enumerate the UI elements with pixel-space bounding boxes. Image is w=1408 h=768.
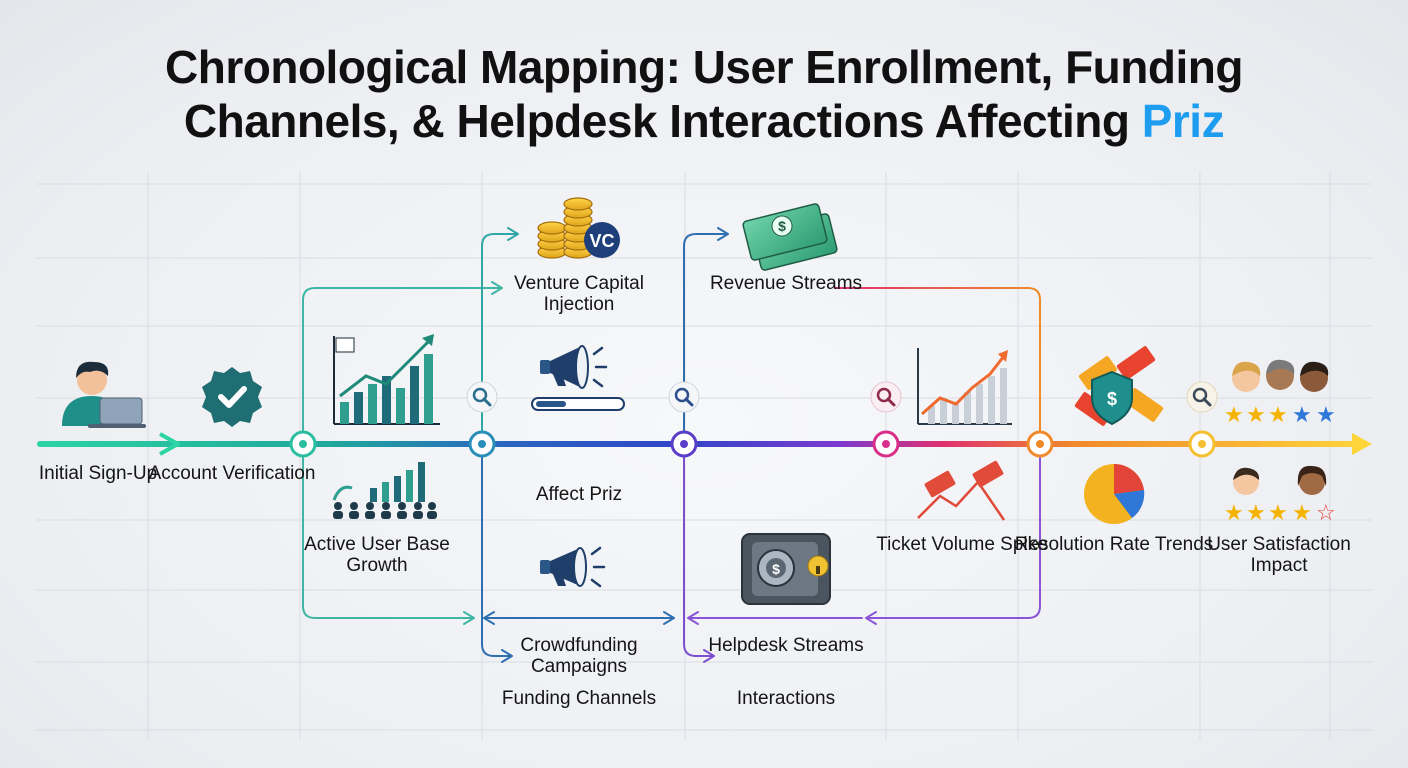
svg-text:★: ★ bbox=[1224, 501, 1244, 526]
svg-text:★: ★ bbox=[1292, 403, 1312, 428]
ticket-trend-chart-icon bbox=[917, 348, 1012, 425]
svg-text:★: ★ bbox=[1246, 501, 1266, 526]
label-resolution-rate: Resolution Rate Trends bbox=[1014, 534, 1214, 555]
main-timeline bbox=[37, 432, 1372, 456]
connector-helpdesk-return bbox=[687, 443, 1041, 625]
vc-badge-text: VC bbox=[589, 231, 614, 251]
magnifier-icon bbox=[870, 381, 902, 413]
shield-dollar-symbol: $ bbox=[1107, 389, 1117, 409]
shield-dollar-icon: $ bbox=[1074, 346, 1164, 426]
connector-crowdfunding-bottom bbox=[481, 443, 513, 663]
label-user-satisfaction: User Satisfaction Impact bbox=[1207, 534, 1351, 576]
verified-badge-icon bbox=[202, 367, 262, 427]
magnifier-icon bbox=[668, 381, 700, 413]
bill-dollar-symbol: $ bbox=[778, 218, 786, 234]
megaphone-icon bbox=[540, 546, 606, 588]
label-active-user-growth: Active User Base Growth bbox=[304, 534, 450, 576]
title-line-2: Channels, & Helpdesk Interactions Affect… bbox=[0, 94, 1408, 148]
money-bills-icon: $ bbox=[742, 203, 838, 271]
magnifier-icon bbox=[1186, 381, 1218, 413]
connector-to-revenue bbox=[683, 227, 729, 445]
label-crowdfunding: Crowdfunding Campaigns bbox=[520, 635, 638, 677]
connector-vc-arrow-top bbox=[481, 227, 519, 445]
label-account-verification: Account Verification bbox=[148, 463, 316, 484]
user-base-icon bbox=[332, 462, 437, 519]
label-helpdesk-streams: Helpdesk Streams bbox=[708, 635, 864, 656]
customer-avatars-icon bbox=[1232, 359, 1329, 392]
safe-dollar-symbol: $ bbox=[772, 561, 780, 577]
label-revenue-streams: Revenue Streams bbox=[709, 273, 863, 294]
label-interactions: Interactions bbox=[736, 688, 836, 709]
rating-stars-top: ★ ★ ★ ★ ★ bbox=[1224, 403, 1336, 428]
label-ticket-volume: Ticket Volume Spike bbox=[876, 534, 1048, 555]
timeline-arrowhead-early bbox=[159, 432, 180, 456]
title-line-2-main: Channels, & Helpdesk Interactions Affect… bbox=[183, 95, 1142, 147]
timeline-arrowhead-end bbox=[1352, 433, 1372, 455]
megaphone-progress-icon bbox=[531, 345, 625, 411]
svg-text:★: ★ bbox=[1292, 501, 1312, 526]
label-venture-capital: Venture Capital Injection bbox=[514, 273, 644, 315]
connector-to-crowdfunding bbox=[302, 443, 475, 625]
connector-to-venture-capital bbox=[302, 281, 503, 445]
rating-stars-bottom: ★ ★ ★ ★ ☆ bbox=[1224, 501, 1336, 526]
timeline-node bbox=[468, 430, 496, 458]
label-affect-priz: Affect Priz bbox=[535, 484, 623, 505]
connector-revenue-to-resolution bbox=[835, 287, 1041, 445]
svg-text:★: ★ bbox=[1246, 403, 1266, 428]
title-accent: Priz bbox=[1141, 95, 1225, 147]
connector-funding-double-arrow bbox=[483, 611, 675, 625]
timeline-node bbox=[289, 430, 317, 458]
title-line-1: Chronological Mapping: User Enrollment, … bbox=[165, 41, 1243, 93]
user-laptop-icon bbox=[62, 361, 146, 428]
timeline-node bbox=[872, 430, 900, 458]
connector-to-helpdesk bbox=[683, 443, 715, 663]
svg-text:★: ★ bbox=[1224, 403, 1244, 428]
growth-chart-icon bbox=[333, 334, 440, 425]
label-funding-channels: Funding Channels bbox=[501, 688, 657, 709]
magnifier-icon bbox=[466, 381, 498, 413]
timeline-node bbox=[1026, 430, 1054, 458]
venture-capital-icon: VC bbox=[537, 197, 620, 259]
pie-chart-icon bbox=[1084, 463, 1145, 524]
svg-text:★: ★ bbox=[1268, 501, 1288, 526]
timeline-node bbox=[1188, 430, 1216, 458]
svg-text:★: ★ bbox=[1316, 403, 1336, 428]
customer-avatars-icon bbox=[1233, 465, 1327, 495]
ticket-spike-icon bbox=[917, 460, 1006, 521]
label-initial-signup: Initial Sign-Up bbox=[38, 463, 158, 484]
timeline-node bbox=[670, 430, 698, 458]
svg-text:☆: ☆ bbox=[1316, 501, 1336, 526]
page-title: Chronological Mapping: User Enrollment, … bbox=[0, 40, 1408, 148]
svg-text:★: ★ bbox=[1268, 403, 1288, 428]
safe-icon: $ bbox=[741, 533, 831, 605]
